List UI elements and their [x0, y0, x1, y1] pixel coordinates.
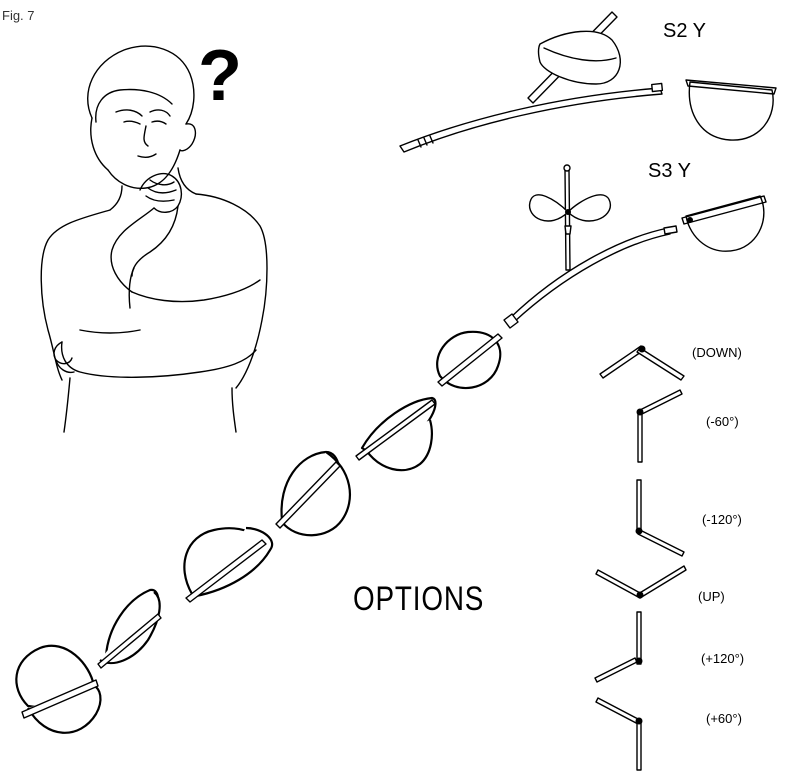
- option-icon-down: [599, 345, 685, 381]
- lamp-2: [355, 396, 437, 472]
- s2-y-label: S2 Y: [663, 20, 706, 42]
- option-label-plus120: (+120°): [701, 651, 745, 666]
- question-mark: ?: [198, 36, 242, 116]
- option-label-plus60: (+60°): [706, 711, 742, 726]
- figure-label: Fig. 7: [2, 8, 35, 23]
- s3-y-mobile: [503, 164, 767, 329]
- lamp-1: [436, 330, 503, 390]
- lamp-sequence: [15, 330, 503, 734]
- s2-y-mobile: [399, 11, 777, 153]
- lamp-3: [275, 450, 352, 537]
- lamp-5: [97, 588, 162, 669]
- lamp-4: [183, 526, 274, 603]
- option-icon-up: [595, 565, 687, 599]
- option-label-minus60: (-60°): [706, 414, 739, 429]
- thinking-person-illustration: [40, 45, 268, 433]
- option-icon-minus120: [635, 479, 685, 557]
- s3-y-label: S3 Y: [648, 160, 691, 182]
- option-label-minus120: (-120°): [702, 512, 742, 527]
- options-title: OPTIONS: [353, 580, 485, 618]
- option-label-up: (UP): [698, 589, 725, 604]
- option-label-down: (DOWN): [692, 345, 742, 360]
- option-icon-minus60: [636, 389, 683, 463]
- option-icons: [594, 345, 687, 771]
- option-icon-plus60: [595, 697, 643, 771]
- option-icon-plus120: [594, 611, 643, 683]
- lamp-6: [15, 644, 102, 734]
